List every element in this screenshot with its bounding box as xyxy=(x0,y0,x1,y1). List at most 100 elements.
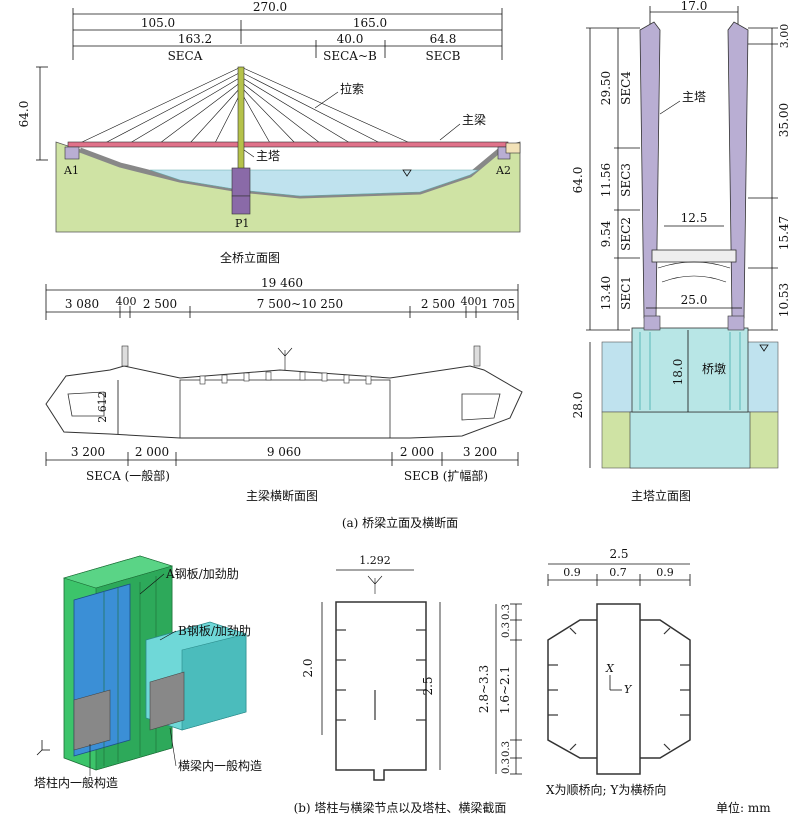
beam-inner-label: 横梁内一般构造 xyxy=(178,758,262,773)
right-dim-2: 35.00 xyxy=(777,103,791,137)
leg-base-left xyxy=(643,315,661,331)
tower-label: 主塔 xyxy=(256,149,280,163)
joint-3d-model: A钢板/加劲肋 B钢板/加劲肋 横梁内一般构造 塔柱内一般构造 xyxy=(34,555,262,790)
column-height-2: 2.5 xyxy=(421,676,435,695)
secab-length: 40.0 xyxy=(337,32,364,46)
top-dim-2: 400 xyxy=(116,295,137,308)
total-length: 270.0 xyxy=(253,0,287,14)
bottom-dim-3: 9 060 xyxy=(267,445,301,459)
beam-cutaway xyxy=(149,671,185,731)
beam-stiffeners xyxy=(548,627,690,751)
secab-label: SECA~B xyxy=(323,49,377,63)
top-dim-6: 400 xyxy=(461,295,482,308)
beam-web xyxy=(596,603,641,775)
top-dim-4: 7 500~10 250 xyxy=(257,297,343,311)
deck-ribs xyxy=(199,371,372,385)
beam-left-dim-3: 1.6~2.1 xyxy=(498,666,512,714)
left-dim-4: 13.40 xyxy=(599,276,613,310)
a1-label: A1 xyxy=(63,164,79,177)
elevation-title: 全桥立面图 xyxy=(220,250,280,265)
bridge-height: 64.0 xyxy=(17,101,31,128)
tower-elevation-title: 主塔立面图 xyxy=(631,488,691,503)
top-dim-1: 3 080 xyxy=(65,297,99,311)
beam-outer-height: 2.8~3.3 xyxy=(477,665,491,713)
cable-label: 拉索 xyxy=(340,81,364,96)
tower-crossbeam xyxy=(651,249,737,263)
deck-arc xyxy=(657,261,731,269)
y-axis-label: Y xyxy=(624,683,633,696)
cross-section-title: 主梁横断面图 xyxy=(246,488,318,503)
tower-height: 64.0 xyxy=(571,167,585,194)
section-sec1: SEC1 xyxy=(619,276,633,310)
foundation-block xyxy=(629,411,751,469)
foundation-depth: 28.0 xyxy=(571,392,585,419)
main-girder xyxy=(67,141,509,148)
left-dim-2: 11.56 xyxy=(599,163,613,197)
beam-dim-2: 0.7 xyxy=(609,566,627,579)
tower-top-width: 17.0 xyxy=(681,0,708,13)
water-level-icon xyxy=(402,169,412,177)
beam-dim-1: 0.9 xyxy=(563,566,581,579)
seca-label: SECA xyxy=(168,49,203,63)
beam-dim-3: 0.9 xyxy=(656,566,674,579)
inner-width: 12.5 xyxy=(681,211,708,225)
b-plate-label: B钢板/加劲肋 xyxy=(178,623,251,638)
antenna-icon xyxy=(277,347,293,370)
p1-label: P1 xyxy=(235,217,249,230)
x-axis-label: X xyxy=(605,662,615,675)
left-railing xyxy=(121,345,129,367)
tower-leg-label: 主塔 xyxy=(682,90,706,104)
stay-cables xyxy=(79,66,411,144)
bottom-dim-5: 3 200 xyxy=(463,445,497,459)
a-plate-label: A钢板/加劲肋 xyxy=(165,566,239,581)
beam-left-dim-4: 0.3 xyxy=(501,741,512,757)
coordinate-axes-icon xyxy=(36,740,50,756)
section-sec3: SEC3 xyxy=(619,163,633,197)
beam-left-dim-5: 0.3 xyxy=(501,758,512,774)
tower-inner-label: 塔柱内一般构造 xyxy=(34,775,118,790)
right-cell xyxy=(461,393,501,421)
girder-label: 主梁 xyxy=(462,112,486,127)
tower-cutaway xyxy=(73,689,111,751)
left-dim-3: 9.54 xyxy=(599,220,613,247)
section-sec4: SEC4 xyxy=(619,71,633,105)
girder-height: 2 612 xyxy=(96,391,109,423)
right-dim-3: 15.47 xyxy=(777,216,791,250)
pier-label: 桥墩 xyxy=(702,362,726,376)
column-height-1: 2.0 xyxy=(301,658,315,677)
unit-note: 单位: mm xyxy=(716,800,771,815)
tower-elevation: 17.0 64.0 29.50 11.56 9.54 13.40 xyxy=(571,0,791,503)
pier-ribs xyxy=(639,332,741,410)
abutment-a1 xyxy=(64,146,80,160)
seca-length: 163.2 xyxy=(178,32,212,46)
tower-foundation xyxy=(231,195,251,215)
pier-height: 18.0 xyxy=(671,359,685,386)
girder-cross-section: 19 460 3 080 400 2 500 7 500~10 250 2 50… xyxy=(45,276,523,503)
column-stiffeners xyxy=(336,629,426,721)
secb-length: 64.8 xyxy=(430,32,457,46)
lower-arc xyxy=(661,275,727,283)
main-tower xyxy=(237,66,245,173)
beam-left-dim-1: 0.3 xyxy=(501,604,512,620)
crossbeam-section: 2.5 0.9 0.7 0.9 X Y 2.8~3.3 0.3 xyxy=(477,547,691,775)
bottom-dim-4: 2 000 xyxy=(400,445,434,459)
left-cell xyxy=(67,391,105,417)
top-dim-3: 2 500 xyxy=(143,297,177,311)
tower-column-section: 1.292 2.0 2.5 xyxy=(301,554,441,781)
seca-section-label: SECA (一般部) xyxy=(86,468,170,483)
antenna-icon-2 xyxy=(367,575,383,594)
tower-leg-left xyxy=(639,21,661,319)
tower-leg-right xyxy=(727,21,749,319)
girder-outline xyxy=(45,365,523,439)
pier-body xyxy=(631,327,749,413)
girder-inner-box xyxy=(179,379,391,439)
right-dim-4: 10.53 xyxy=(777,283,791,317)
top-dim-5: 2 500 xyxy=(421,297,455,311)
leg-base-right xyxy=(727,315,745,331)
span-left: 105.0 xyxy=(141,16,175,30)
caption-b: (b) 塔柱与横梁节点以及塔柱、横梁截面 xyxy=(294,800,507,815)
beam-total-width: 2.5 xyxy=(609,547,628,561)
right-dim-1: 3.00 xyxy=(778,24,791,49)
left-dim-1: 29.50 xyxy=(599,71,613,105)
